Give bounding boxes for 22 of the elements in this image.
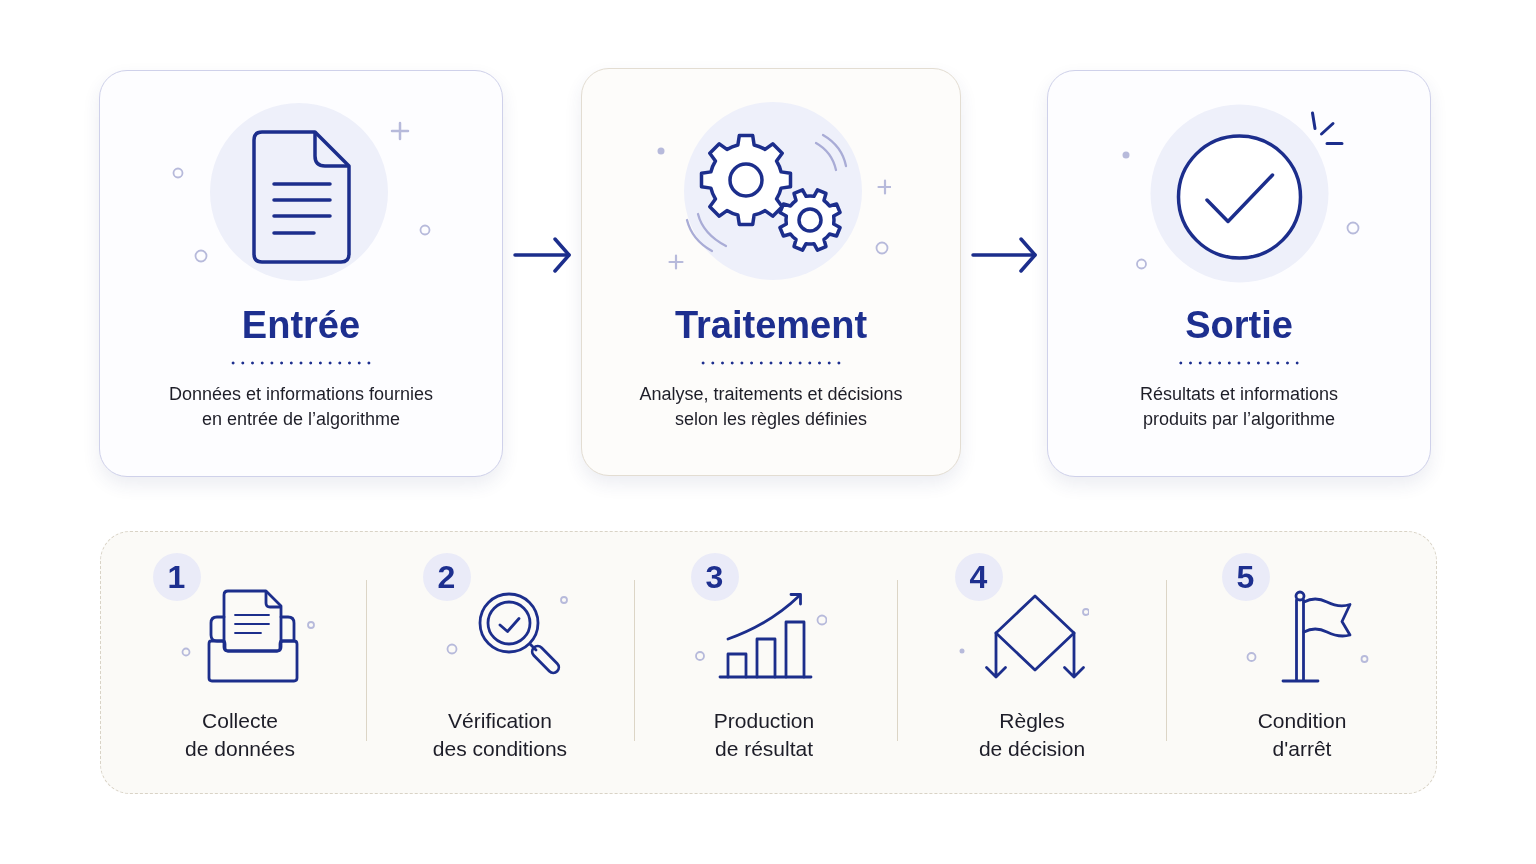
- number-badge: 3: [690, 552, 739, 601]
- card-description: Analyse, traitements et décisions selon les règles définies: [639, 382, 903, 431]
- card-title: Entrée: [241, 302, 361, 347]
- step-caption: Vérification des conditions: [432, 708, 568, 762]
- card-title: Traitement: [674, 302, 868, 347]
- number-badge: 4: [954, 552, 1003, 601]
- step-caption: Production de résultat: [713, 708, 815, 762]
- arrow: [971, 237, 1037, 273]
- step-caption: Règles de décision: [978, 708, 1086, 762]
- number-badge: 5: [1221, 552, 1270, 601]
- card-description: Données et informations fournies en entrée de l’algorithme: [168, 382, 434, 431]
- process-card: [99, 70, 503, 477]
- arrow: [513, 237, 571, 273]
- card-title: Sortie: [1185, 302, 1293, 347]
- process-card: [1047, 70, 1431, 477]
- number-badge: 1: [152, 552, 201, 601]
- step-caption: Condition d'arrêt: [1257, 708, 1347, 762]
- steps-panel: [100, 531, 1437, 794]
- card-description: Résultats et informations produits par l’algorithme: [1139, 382, 1339, 431]
- process-card: [581, 68, 961, 476]
- step-caption: Collecte de données: [185, 708, 295, 762]
- number-badge: 2: [422, 552, 471, 601]
